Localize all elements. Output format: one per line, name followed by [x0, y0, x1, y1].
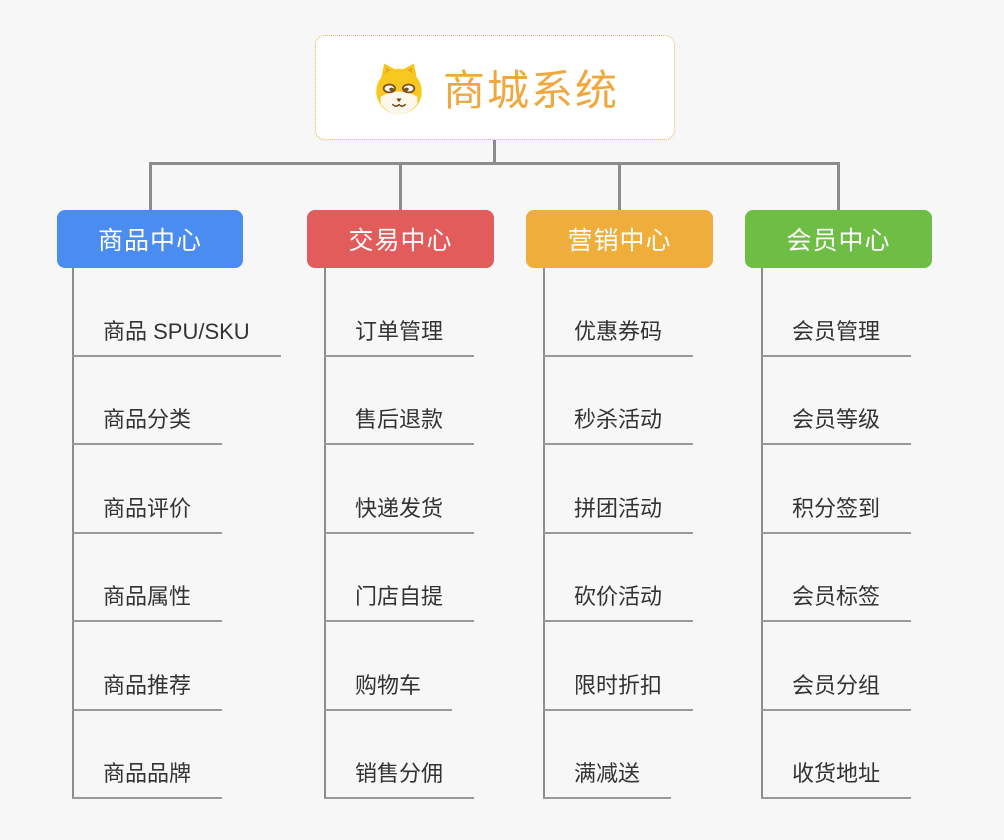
leaf-row: 商品分类	[72, 357, 281, 445]
leaf-node[interactable]: 商品品牌	[72, 756, 223, 799]
leaf-node[interactable]: 会员等级	[761, 402, 912, 445]
leaf-node[interactable]: 订单管理	[324, 314, 475, 357]
leaf-node[interactable]: 满减送	[543, 756, 672, 799]
leaf-row: 拼团活动	[543, 445, 694, 534]
connector-stem-marketing	[618, 162, 621, 210]
leaf-row: 优惠券码	[543, 268, 694, 357]
connector-stem-member	[837, 162, 840, 210]
branch-label: 交易中心	[348, 227, 453, 255]
leaf-node[interactable]: 收货地址	[761, 756, 912, 799]
leaf-node[interactable]: 商品属性	[72, 579, 223, 622]
branch-label: 会员中心	[786, 227, 891, 255]
leaf-node[interactable]: 会员标签	[761, 579, 912, 622]
children-column-marketing: 优惠券码 秒杀活动 拼团活动 砍价活动 限时折扣 满减送	[543, 268, 694, 799]
leaf-node[interactable]: 快递发货	[324, 491, 475, 534]
leaf-row: 商品属性	[72, 534, 281, 622]
leaf-row: 会员等级	[761, 357, 912, 445]
leaf-row: 订单管理	[324, 268, 475, 357]
leaf-node[interactable]: 优惠券码	[543, 314, 694, 357]
leaf-node[interactable]: 积分签到	[761, 491, 912, 534]
branch-box-marketing-center[interactable]: 营销中心	[526, 210, 713, 268]
leaf-row: 积分签到	[761, 445, 912, 534]
branch-label: 营销中心	[567, 227, 672, 255]
branch-box-product-center[interactable]: 商品中心	[57, 210, 243, 268]
leaf-row: 会员分组	[761, 622, 912, 711]
leaf-row: 商品品牌	[72, 711, 281, 799]
leaf-row: 收货地址	[761, 711, 912, 799]
leaf-node[interactable]: 商品 SPU/SKU	[72, 314, 281, 357]
leaf-node[interactable]: 拼团活动	[543, 491, 694, 534]
leaf-node[interactable]: 限时折扣	[543, 668, 694, 711]
root-title: 商城系统	[442, 67, 619, 114]
children-column-trade: 订单管理 售后退款 快递发货 门店自提 购物车 销售分佣	[324, 268, 475, 799]
children-column-product: 商品 SPU/SKU 商品分类 商品评价 商品属性 商品推荐 商品品牌	[72, 268, 281, 799]
connector-stem-product	[149, 162, 152, 210]
leaf-row: 售后退款	[324, 357, 475, 445]
leaf-row: 商品评价	[72, 445, 281, 534]
leaf-node[interactable]: 门店自提	[324, 579, 475, 622]
leaf-row: 商品 SPU/SKU	[72, 268, 281, 357]
connector-stem-trade	[399, 162, 402, 210]
leaf-node[interactable]: 销售分佣	[324, 756, 475, 799]
leaf-node[interactable]: 商品分类	[72, 402, 223, 445]
root-node-mall-system[interactable]: 商城系统	[315, 35, 675, 140]
leaf-node[interactable]: 售后退款	[324, 402, 475, 445]
leaf-row: 会员管理	[761, 268, 912, 357]
leaf-node[interactable]: 砍价活动	[543, 579, 694, 622]
branch-label: 商品中心	[97, 227, 202, 255]
branch-box-trade-center[interactable]: 交易中心	[307, 210, 494, 268]
leaf-row: 门店自提	[324, 534, 475, 622]
leaf-row: 满减送	[543, 711, 693, 799]
leaf-node[interactable]: 商品评价	[72, 491, 223, 534]
leaf-row: 快递发货	[324, 445, 475, 534]
branch-box-member-center[interactable]: 会员中心	[745, 210, 932, 268]
leaf-row: 销售分佣	[324, 711, 475, 799]
leaf-node[interactable]: 会员分组	[761, 668, 912, 711]
leaf-row: 秒杀活动	[543, 357, 694, 445]
leaf-row: 会员标签	[761, 534, 912, 622]
connector-rail	[149, 162, 840, 165]
leaf-node[interactable]: 购物车	[324, 668, 453, 711]
leaf-row: 限时折扣	[543, 622, 694, 711]
leaf-row: 砍价活动	[543, 534, 694, 622]
connector-root-stem	[493, 139, 496, 163]
leaf-row: 购物车	[324, 622, 474, 711]
children-column-member: 会员管理 会员等级 积分签到 会员标签 会员分组 收货地址	[761, 268, 912, 799]
doge-dog-icon	[376, 63, 422, 114]
leaf-node[interactable]: 商品推荐	[72, 668, 223, 711]
leaf-node[interactable]: 秒杀活动	[543, 402, 694, 445]
leaf-row: 商品推荐	[72, 622, 281, 711]
leaf-node[interactable]: 会员管理	[761, 314, 912, 357]
